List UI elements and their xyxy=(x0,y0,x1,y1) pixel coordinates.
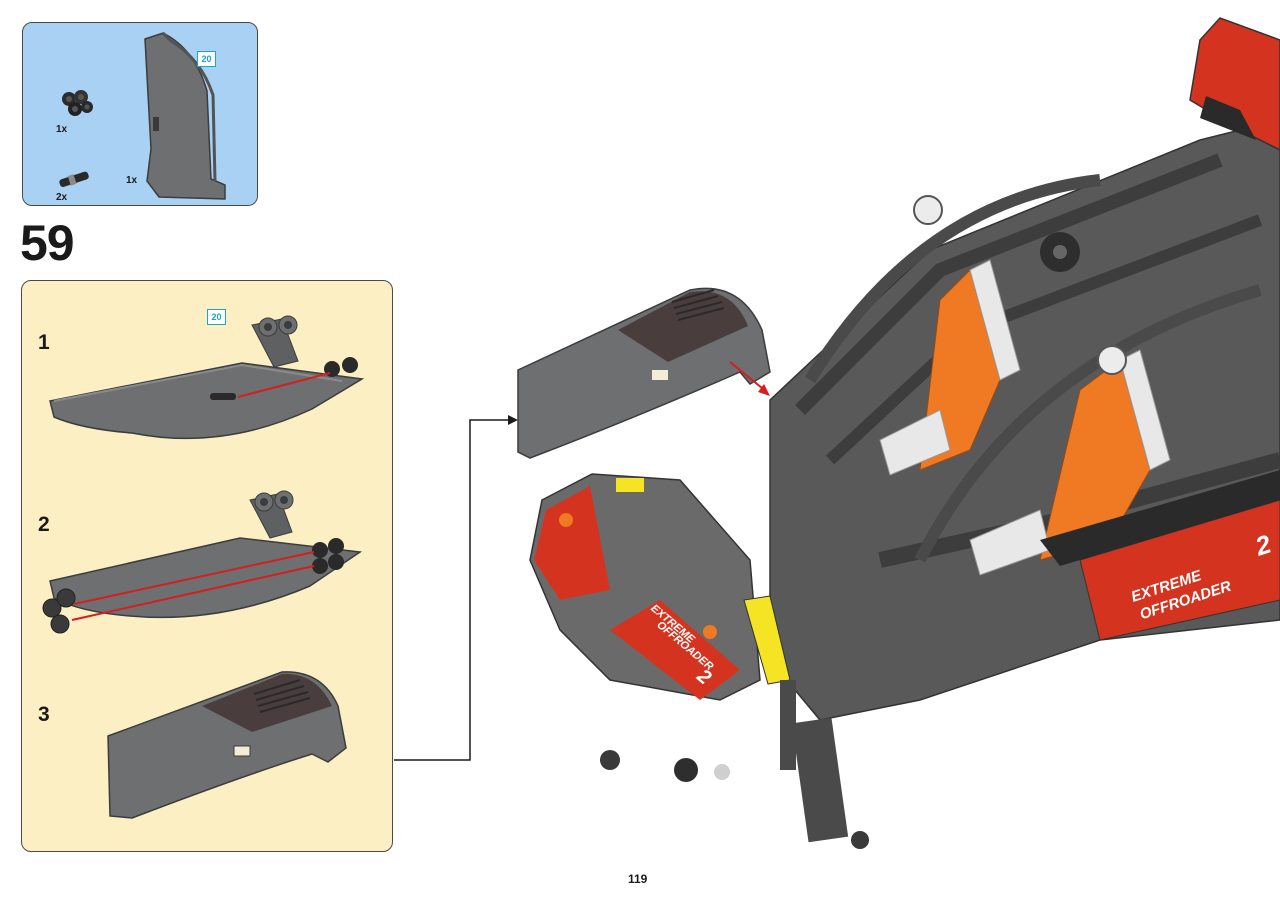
axle-pin-part-icon xyxy=(59,171,89,187)
substep-label: 1 xyxy=(38,331,50,354)
part-qty: 1x xyxy=(126,175,138,186)
substep-3-illustration xyxy=(107,671,347,819)
part-number-badge: 20 xyxy=(207,309,226,325)
substep-2-illustration xyxy=(42,490,363,634)
parts-list-callout: 1x 2x 1x 20 xyxy=(22,22,258,206)
black-connector-part-icon xyxy=(62,90,93,116)
substep-label: 2 xyxy=(38,513,50,536)
callout-connector-arrow xyxy=(394,415,518,761)
substep-label: 3 xyxy=(38,703,50,726)
grey-panel-part-icon xyxy=(144,31,226,200)
substep-callout: 1 2 3 20 xyxy=(21,280,393,852)
part-number-badge: 20 xyxy=(197,51,216,67)
substep-1-illustration xyxy=(49,315,365,440)
offroader-model-illustration xyxy=(517,17,1280,849)
page-number: 119 xyxy=(628,872,648,886)
part-qty: 1x xyxy=(56,124,68,135)
step-number: 59 xyxy=(20,215,75,271)
part-qty: 2x xyxy=(56,192,68,203)
